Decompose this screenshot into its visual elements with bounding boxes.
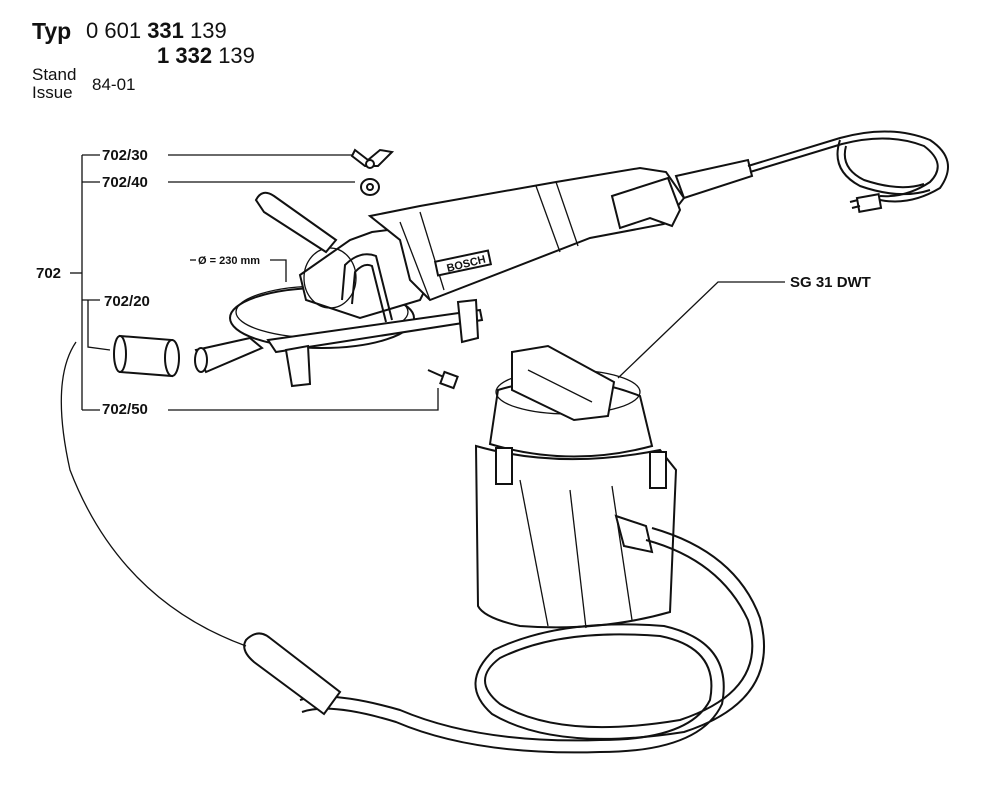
typ-number-2-suffix: 139 bbox=[218, 43, 255, 68]
extraction-hose bbox=[60, 341, 765, 754]
leader-lines bbox=[168, 154, 785, 411]
typ-number-1-bold: 331 bbox=[147, 18, 184, 43]
typ-number-1-prefix: 0 601 bbox=[86, 18, 142, 43]
callout-702-30: 702/30 bbox=[102, 147, 148, 164]
typ-label: Typ bbox=[32, 18, 72, 44]
typ-number-2-bold: 1 332 bbox=[157, 43, 213, 68]
screw-part bbox=[427, 369, 459, 390]
stand-issue-labels: Stand Issue bbox=[32, 66, 76, 102]
issue-label: Issue bbox=[32, 83, 73, 102]
callout-702-50: 702/50 bbox=[102, 401, 148, 418]
callout-diameter: Ø = 230 mm bbox=[198, 255, 260, 267]
typ-number-1: 0 601 331 139 bbox=[86, 18, 227, 44]
callout-sg31dwt: SG 31 DWT bbox=[790, 274, 871, 291]
callout-702-40: 702/40 bbox=[102, 174, 148, 191]
filter-sleeve-part bbox=[113, 334, 180, 378]
washer-part bbox=[360, 178, 380, 196]
issue-value: 84-01 bbox=[92, 75, 136, 94]
callout-702: 702 bbox=[36, 265, 61, 282]
typ-number-2: 1 332 139 bbox=[157, 43, 255, 69]
angle-grinder: BOSCH bbox=[194, 158, 754, 388]
callout-bracket bbox=[70, 154, 111, 411]
callout-702-20: 702/20 bbox=[104, 293, 150, 310]
typ-number-1-suffix: 139 bbox=[190, 18, 227, 43]
vacuum-extractor bbox=[474, 344, 678, 629]
power-cord bbox=[747, 130, 949, 213]
stand-label: Stand bbox=[32, 65, 77, 84]
wing-nut-part bbox=[350, 148, 395, 169]
